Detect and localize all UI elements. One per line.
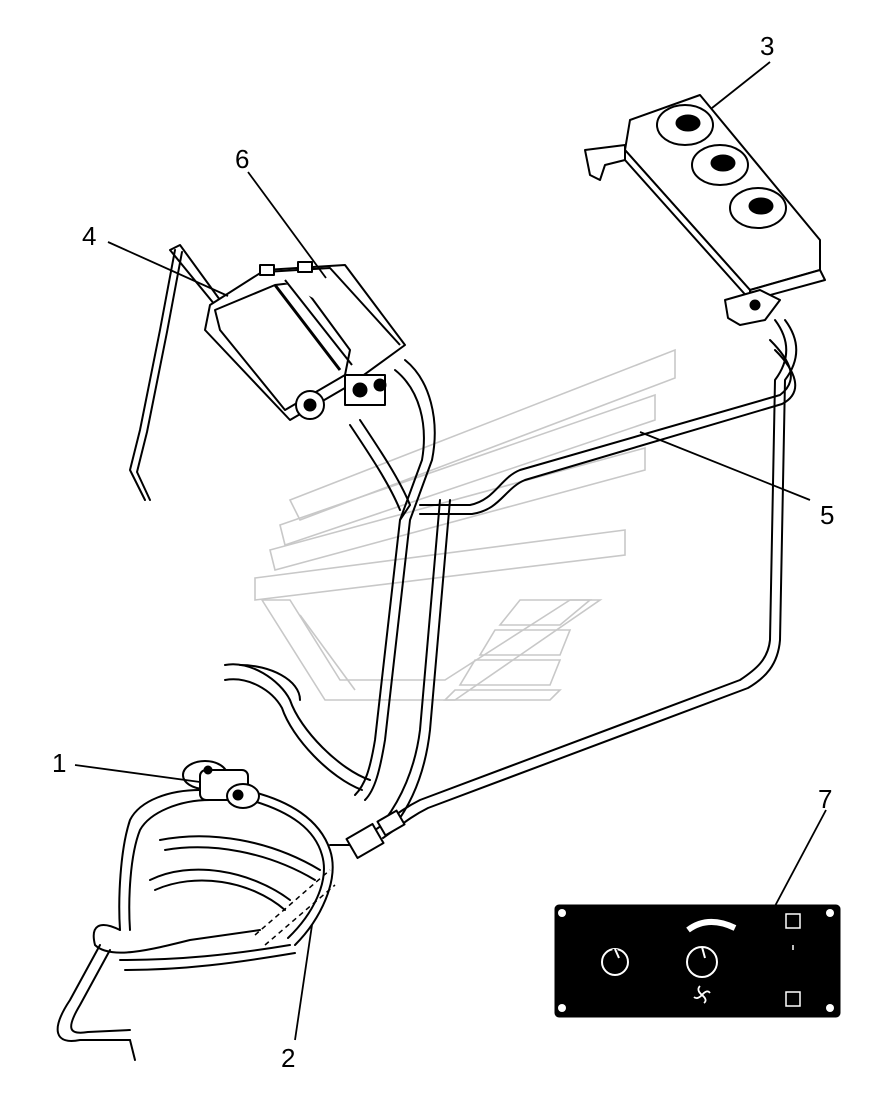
component-1-valve — [182, 760, 260, 809]
component-2-fitting — [345, 809, 406, 860]
callout-6: 6 — [235, 144, 249, 174]
component-4-6-heater-unit — [204, 261, 406, 421]
callout-7: 7 — [818, 784, 832, 814]
callout-3: 3 — [760, 31, 774, 61]
callout-labels: 1 2 3 4 5 6 7 — [52, 31, 834, 1073]
fan-icon — [693, 985, 711, 1004]
callout-4: 4 — [82, 221, 96, 251]
callout-5: 5 — [820, 500, 834, 530]
callout-2: 2 — [281, 1043, 295, 1073]
component-3-air-outlet — [584, 94, 826, 326]
component-7-control-panel — [554, 904, 841, 1018]
callout-1: 1 — [52, 748, 66, 778]
knob-icon — [686, 946, 718, 978]
leader-lines — [74, 61, 827, 1041]
hose-lines — [56, 244, 798, 1061]
knob-icon — [601, 948, 629, 976]
